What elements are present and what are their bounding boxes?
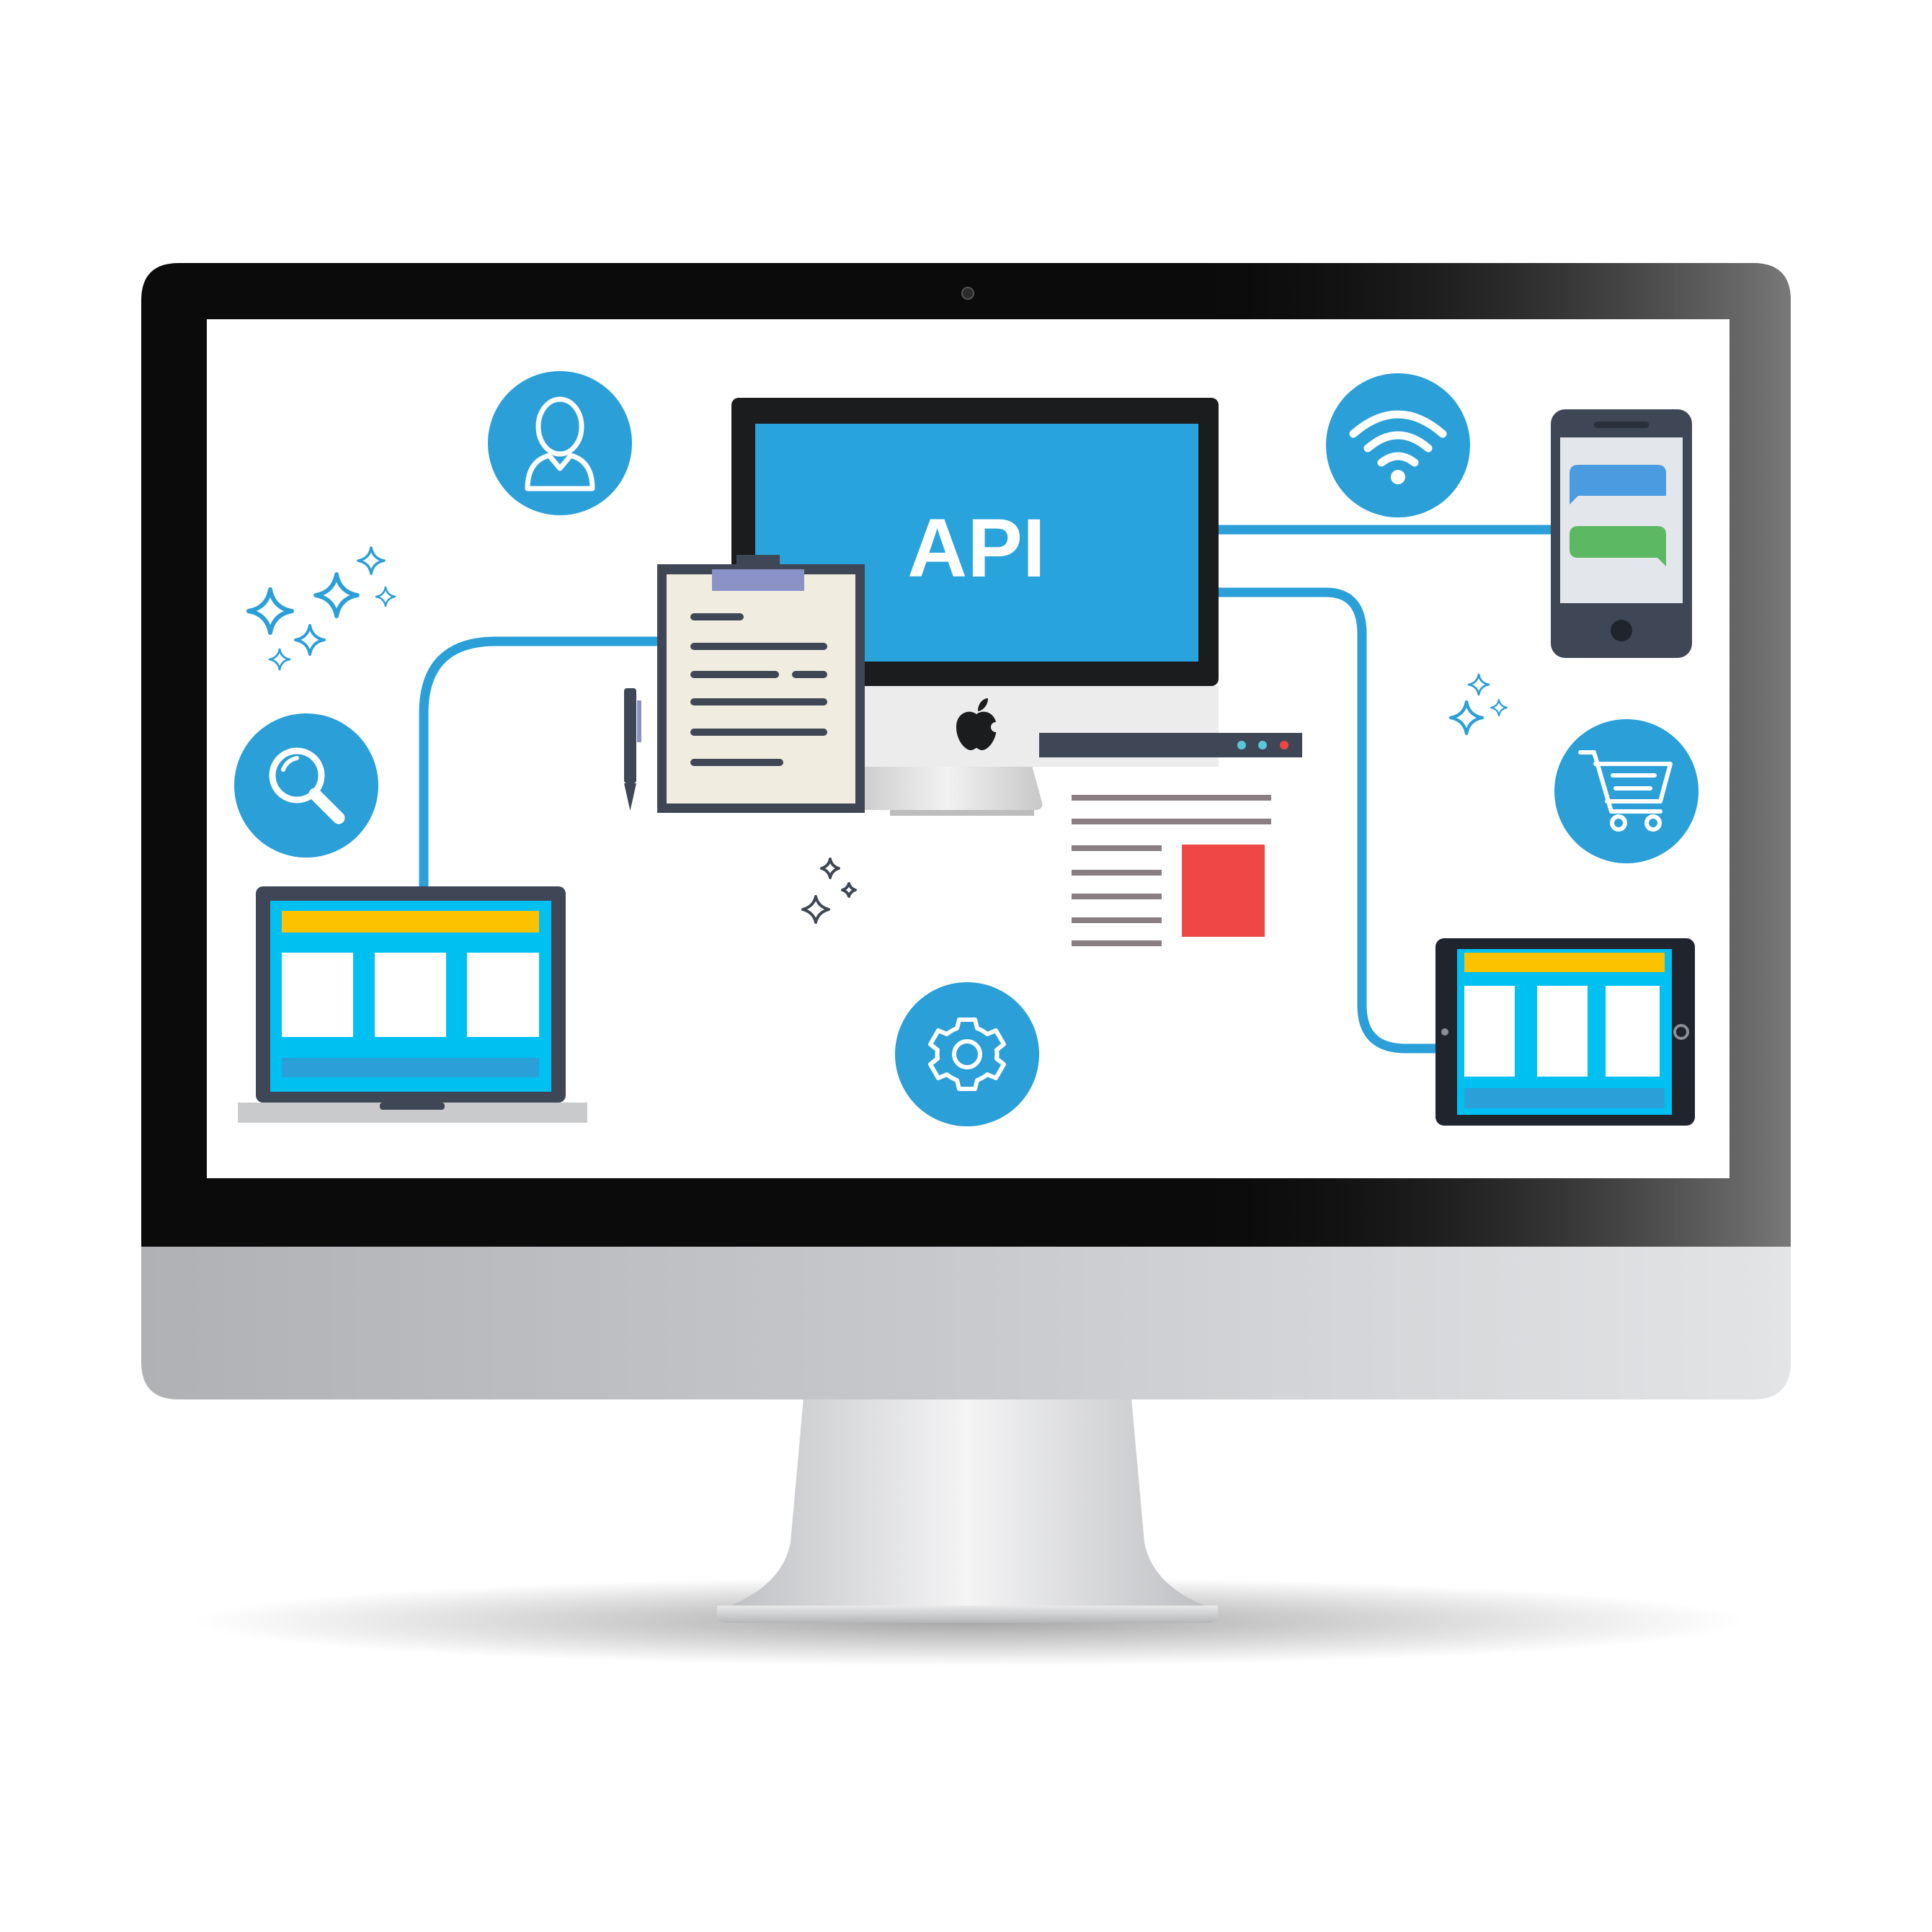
clipboard-paper [667, 574, 855, 803]
pen-icon [624, 688, 641, 811]
laptop-icon [238, 886, 587, 1123]
chat-bubble-green [1570, 526, 1666, 566]
tablet-icon [1435, 938, 1695, 1126]
gear-icon [895, 982, 1039, 1126]
search-icon [234, 713, 378, 858]
clipboard-lines [690, 613, 827, 766]
smartphone-icon [1551, 409, 1692, 658]
browser-dot-1 [1237, 741, 1246, 749]
line-monitor-tablet [1214, 587, 1443, 1054]
user-icon [488, 371, 632, 515]
line-laptop-clipboard [419, 636, 662, 893]
connector-lines [419, 525, 1556, 1054]
monitor-stand-base [717, 1606, 1218, 1623]
apple-logo-icon [956, 698, 1001, 750]
chat-bubble-blue [1570, 465, 1666, 504]
inner-monitor-foot [890, 810, 1034, 816]
browser-text-lines [1072, 795, 1271, 946]
browser-dot-close [1280, 741, 1288, 749]
clipboard-clip [712, 569, 804, 591]
pen-body [624, 688, 636, 783]
monitor-stand [717, 1398, 1218, 1611]
sparkle-icon-dark [801, 858, 857, 924]
camera-dot [961, 287, 974, 300]
browser-window-icon [1039, 733, 1302, 946]
browser-image-block [1182, 845, 1265, 937]
monitor-chin [141, 1247, 1791, 1399]
api-label: API [907, 502, 1046, 595]
inner-monitor-stand [850, 760, 1043, 810]
pen-tip [624, 783, 636, 811]
pen-clip [637, 700, 641, 742]
wifi-icon [1326, 373, 1470, 517]
browser-dot-2 [1258, 741, 1267, 749]
clipboard-icon [657, 555, 865, 813]
cart-icon [1554, 719, 1699, 863]
